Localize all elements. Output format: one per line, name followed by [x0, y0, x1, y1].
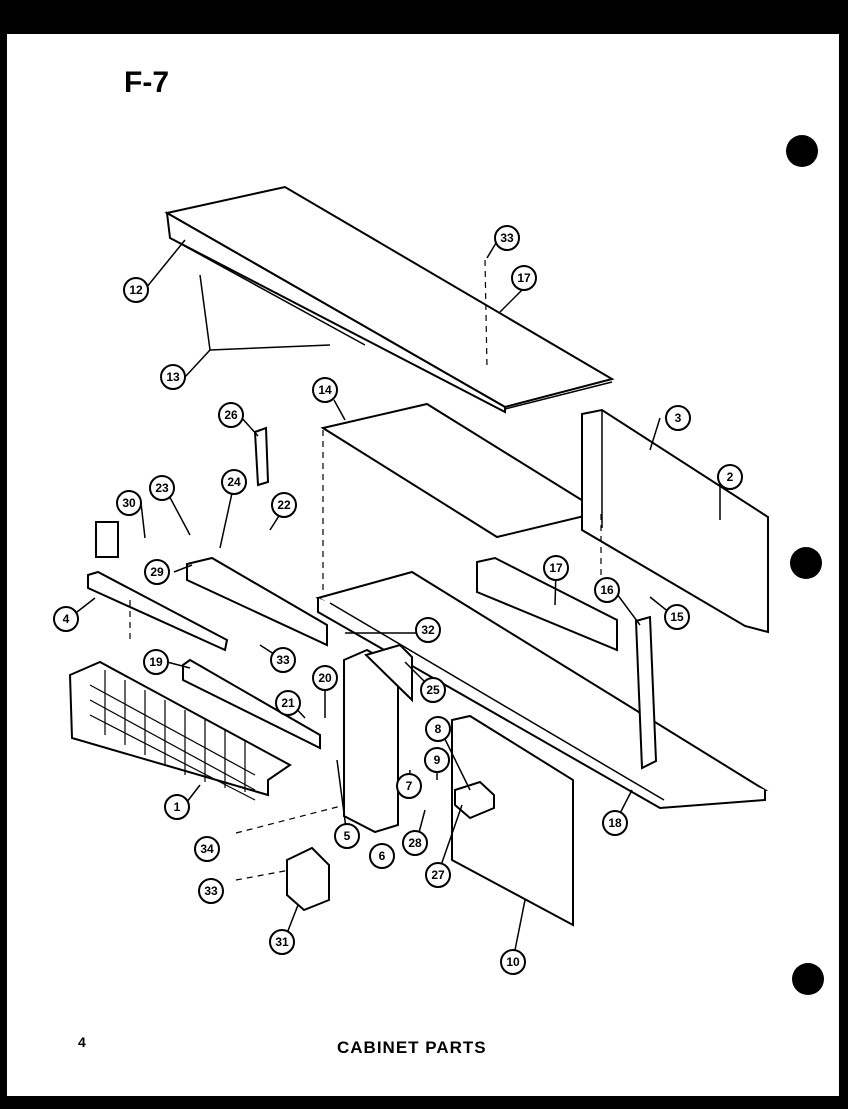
svg-text:34: 34: [200, 842, 214, 856]
callout-25: 25: [420, 677, 446, 703]
svg-text:6: 6: [379, 849, 386, 863]
top-cover-part: [164, 185, 615, 414]
svg-text:13: 13: [166, 370, 180, 384]
svg-text:14: 14: [318, 383, 332, 397]
callout-1: 1: [164, 794, 190, 820]
svg-text:33: 33: [500, 231, 514, 245]
svg-text:9: 9: [434, 753, 441, 767]
svg-text:12: 12: [129, 283, 143, 297]
mount-bracket-part: [476, 556, 618, 652]
svg-text:5: 5: [344, 829, 351, 843]
svg-text:19: 19: [149, 655, 163, 669]
svg-text:29: 29: [150, 565, 164, 579]
callout-6: 6: [369, 843, 395, 869]
knob-part: [95, 521, 119, 558]
bracket-part: [364, 643, 413, 703]
duct-adapter-part: [286, 846, 330, 912]
switch-cover-part: [454, 780, 495, 820]
page-number: 4: [78, 1034, 86, 1050]
callout-13: 13: [160, 364, 186, 390]
screw-leader: [235, 804, 346, 834]
svg-text:32: 32: [421, 623, 435, 637]
svg-text:21: 21: [281, 696, 295, 710]
callout-7: 7: [396, 773, 422, 799]
svg-text:17: 17: [517, 271, 531, 285]
svg-text:27: 27: [431, 868, 445, 882]
small-bracket-part: [253, 426, 270, 487]
svg-text:8: 8: [435, 722, 442, 736]
callout-34: 34: [194, 836, 220, 862]
svg-text:28: 28: [408, 836, 422, 850]
callout-20: 20: [312, 665, 338, 691]
svg-text:1: 1: [174, 800, 181, 814]
callout-4: 4: [53, 606, 79, 632]
svg-text:15: 15: [670, 610, 684, 624]
cabinet-outline: [322, 430, 602, 590]
vertical-post-part: [634, 615, 658, 770]
svg-text:25: 25: [426, 683, 440, 697]
svg-text:24: 24: [227, 475, 241, 489]
callout-8: 8: [425, 716, 451, 742]
callout-30: 30: [116, 490, 142, 516]
callout-12: 12: [123, 277, 149, 303]
callout-2: 2: [717, 464, 743, 490]
svg-text:18: 18: [608, 816, 622, 830]
callout-9: 9: [424, 747, 450, 773]
callout-15: 15: [664, 604, 690, 630]
front-panel-part: [451, 714, 574, 927]
svg-text:20: 20: [318, 671, 332, 685]
svg-text:7: 7: [406, 779, 413, 793]
svg-text:22: 22: [277, 498, 291, 512]
callout-14: 14: [312, 377, 338, 403]
callout-21: 21: [275, 690, 301, 716]
svg-text:3: 3: [675, 411, 682, 425]
callout-5: 5: [334, 823, 360, 849]
callout-18: 18: [602, 810, 628, 836]
callout-24: 24: [221, 469, 247, 495]
callout-32: 32: [415, 617, 441, 643]
callout-33-top: 33: [494, 225, 520, 251]
binder-hole: [792, 963, 824, 995]
front-strip-part: [87, 570, 229, 652]
callout-31: 31: [269, 929, 295, 955]
svg-text:10: 10: [506, 955, 520, 969]
side-panel-part: [581, 408, 769, 634]
svg-text:33: 33: [204, 884, 218, 898]
callout-26: 26: [218, 402, 244, 428]
callout-22: 22: [271, 492, 297, 518]
svg-text:30: 30: [122, 496, 136, 510]
callout-16: 16: [594, 577, 620, 603]
binder-hole: [790, 547, 822, 579]
page-label: F-7: [124, 66, 169, 99]
callout-33-panel: 33: [270, 647, 296, 673]
svg-text:23: 23: [155, 481, 169, 495]
screw-leader: [235, 869, 291, 881]
control-panel-part: [182, 556, 328, 750]
callout-19: 19: [143, 649, 169, 675]
svg-text:33: 33: [276, 653, 290, 667]
svg-text:16: 16: [600, 583, 614, 597]
binder-hole: [786, 135, 818, 167]
callout-29: 29: [144, 559, 170, 585]
front-grille-part: [68, 660, 292, 801]
callout-10: 10: [500, 949, 526, 975]
screw-leader: [484, 259, 488, 369]
callout-17-top: 17: [511, 265, 537, 291]
svg-text:17: 17: [549, 561, 563, 575]
callout-28: 28: [402, 830, 428, 856]
top-panel-part: [320, 402, 604, 539]
callout-33-duct: 33: [198, 878, 224, 904]
svg-text:26: 26: [224, 408, 238, 422]
callout-27: 27: [425, 862, 451, 888]
callout-3: 3: [665, 405, 691, 431]
svg-text:4: 4: [63, 612, 70, 626]
page-caption: CABINET PARTS: [337, 1038, 487, 1057]
callout-17-bracket: 17: [543, 555, 569, 581]
callout-23: 23: [149, 475, 175, 501]
svg-text:2: 2: [727, 470, 734, 484]
svg-text:31: 31: [275, 935, 289, 949]
